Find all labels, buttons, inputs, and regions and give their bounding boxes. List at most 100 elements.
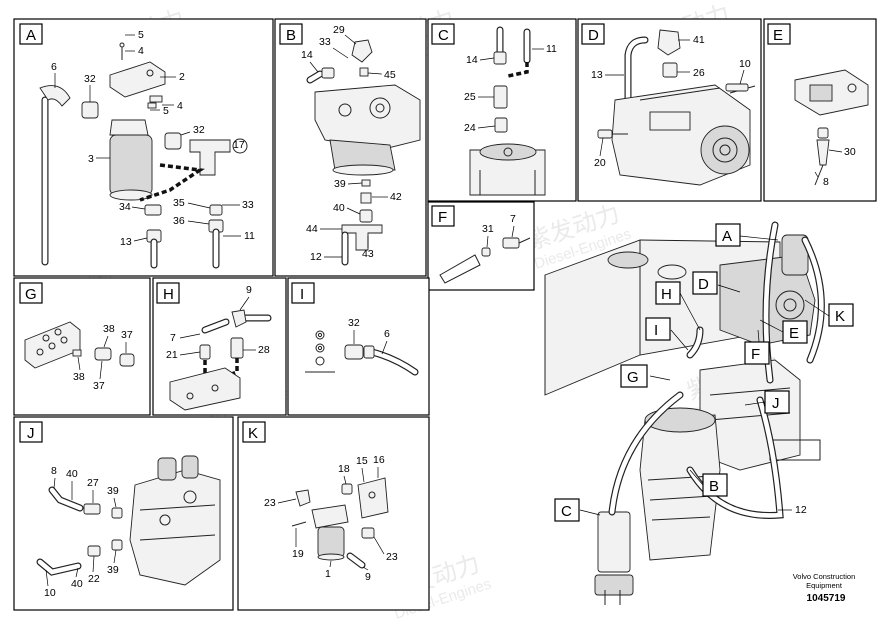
panel-b-callouts: 29 33 14 45 39 42 40 44 12 43 [301, 24, 402, 263]
panel-f-tag[interactable]: F [431, 205, 455, 227]
callout-number: 5 [163, 105, 169, 117]
filter-assembly-k [291, 477, 389, 569]
callout-number: 35 [173, 197, 185, 209]
callout-number: 33 [319, 36, 331, 48]
svg-text:K: K [248, 425, 258, 442]
panel-b: B 29 33 14 45 39 [274, 18, 427, 277]
panel-b-tag[interactable]: B [279, 23, 303, 45]
panel-c-tag[interactable]: C [431, 23, 455, 45]
callout-number: 41 [693, 34, 705, 46]
overview-tag-i[interactable]: I [645, 317, 671, 341]
brand-line-1: Volvo Construction [793, 572, 856, 581]
callout-number: 4 [138, 45, 144, 57]
panel-j-callouts: 8 40 27 39 40 22 39 10 [44, 465, 119, 599]
panel-d: D 41 13 26 10 20 [577, 18, 762, 202]
callout-number: 39 [107, 485, 119, 497]
svg-text:K: K [835, 308, 845, 325]
panel-c-callouts: 14 11 25 24 [464, 43, 557, 134]
callout-number: 1 [325, 568, 331, 580]
callout-number: 21 [166, 349, 178, 361]
panel-a: A 5 4 [13, 18, 274, 277]
panel-c: C 14 11 25 24 [427, 18, 577, 202]
callout-number: 39 [334, 178, 346, 190]
control-valve-j [36, 455, 221, 586]
port-fitting-i [305, 330, 419, 376]
panel-g-tag[interactable]: G [19, 282, 43, 304]
overview-tag-f[interactable]: F [744, 341, 770, 365]
callout-number: 32 [193, 124, 205, 136]
panel-i-tag[interactable]: I [291, 282, 315, 304]
callout-number: 43 [362, 248, 374, 260]
svg-text:C: C [438, 27, 449, 44]
pilot-valve-assembly [306, 39, 421, 266]
callout-number: 6 [384, 328, 390, 340]
panel-d-tag[interactable]: D [581, 23, 605, 45]
tee-fitting [189, 139, 231, 176]
panel-d-callouts: 41 13 26 10 20 [591, 34, 751, 169]
svg-text:H: H [661, 286, 672, 303]
overview-tag-a[interactable]: A [715, 223, 741, 247]
svg-text:E: E [789, 325, 799, 342]
callout-number: 27 [87, 477, 99, 489]
callout-number: 11 [244, 230, 255, 242]
overview-tag-c[interactable]: C [554, 498, 580, 522]
callout-number: 20 [594, 157, 606, 169]
callout-number: 37 [121, 329, 133, 341]
panel-e: E 30 8 [763, 18, 877, 202]
callout-number: 38 [73, 371, 85, 383]
panel-a-tag[interactable]: A [19, 23, 43, 45]
svg-text:I: I [654, 322, 658, 339]
filter-canister [109, 134, 153, 196]
svg-text:C: C [561, 503, 572, 520]
overview-tag-j[interactable]: J [764, 390, 790, 414]
panel-h-tag[interactable]: H [156, 282, 180, 304]
callout-number: 2 [179, 71, 185, 83]
callout-number: 23 [386, 551, 398, 563]
overview-tag-h[interactable]: H [655, 281, 681, 305]
callout-number: 16 [373, 454, 385, 466]
swivel-fitting-assembly [469, 26, 546, 196]
panel-k-tag[interactable]: K [242, 421, 266, 443]
callout-number: 38 [103, 323, 115, 335]
callout-number: 40 [333, 202, 345, 214]
panel-f: F 31 7 [427, 201, 535, 291]
callout-number: 45 [384, 69, 396, 81]
footer: Volvo Construction Equipment 1045719 [793, 572, 856, 604]
overview-tag-g[interactable]: G [620, 364, 648, 388]
callout-number: 24 [464, 122, 476, 134]
callout-number: 6 [51, 61, 57, 73]
panel-k-callouts: 18 15 16 23 19 23 1 9 [264, 454, 398, 583]
panel-e-tag[interactable]: E [767, 23, 791, 45]
callout-number: 40 [66, 468, 78, 480]
valve-block-h [169, 309, 272, 411]
panel-j-tag[interactable]: J [19, 421, 43, 443]
panel-h: H 9 7 21 28 [152, 277, 287, 416]
callout-number: 10 [44, 587, 56, 599]
overview-tag-k[interactable]: K [828, 303, 854, 327]
callout-number: 30 [844, 146, 856, 158]
callout-number: 7 [510, 213, 516, 225]
callout-number: 11 [546, 43, 557, 55]
callout-number: 8 [51, 465, 57, 477]
callout-number: 7 [170, 332, 176, 344]
callout-number: 37 [93, 380, 105, 392]
callout-number: 5 [138, 29, 144, 41]
sensor-assembly [794, 69, 869, 186]
svg-text:A: A [26, 27, 36, 44]
overview-tag-b[interactable]: B [702, 473, 728, 497]
overview-tag-e[interactable]: E [782, 320, 808, 344]
callout-number: 28 [258, 344, 270, 356]
panel-g: G 38 37 38 37 [13, 277, 151, 416]
callout-number: 40 [71, 578, 83, 590]
callout-number: 8 [823, 176, 829, 188]
callout-number: 42 [390, 191, 402, 203]
callout-number: 33 [242, 199, 254, 211]
callout-number: 12 [310, 251, 322, 263]
callout-number: 14 [301, 49, 313, 61]
panel-e-callouts: 30 8 [814, 146, 856, 188]
callout-number: 3 [88, 153, 94, 165]
panel-k: K 18 15 16 23 19 23 1 [237, 416, 430, 611]
overview-tag-d[interactable]: D [692, 271, 718, 295]
panel-a-callouts: 5 4 6 32 2 5 4 3 32 17 34 35 33 36 [51, 29, 255, 248]
